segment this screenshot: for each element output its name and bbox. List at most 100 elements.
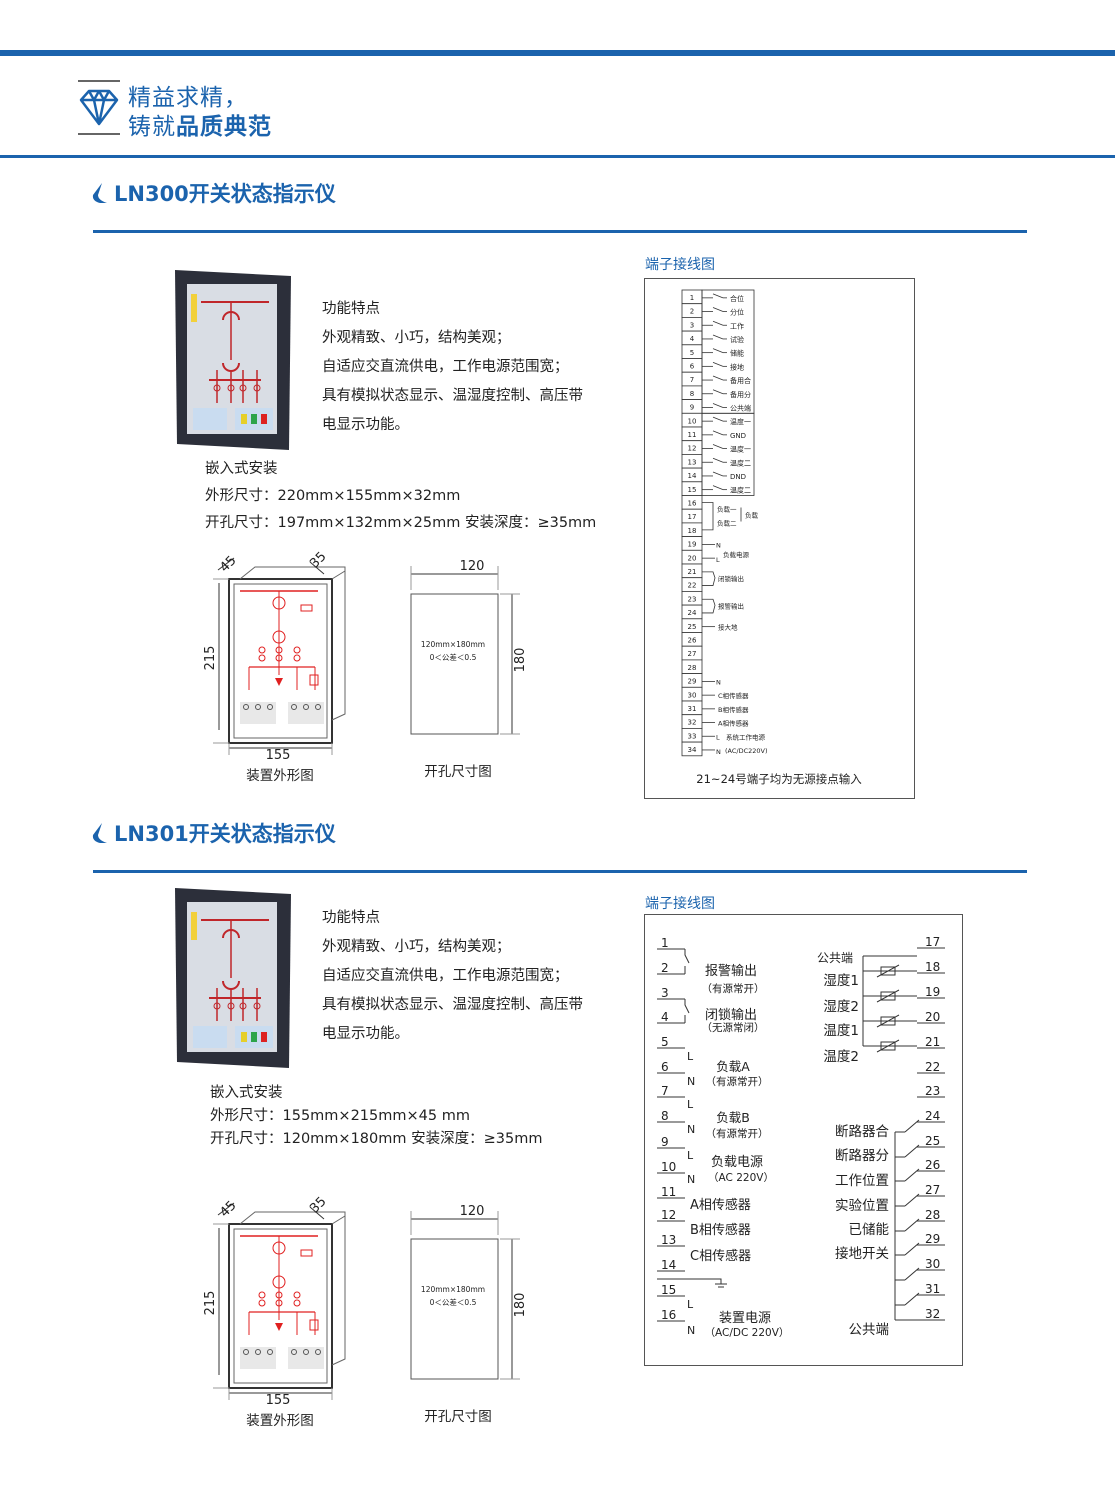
terminal-number: 14 [661, 1258, 676, 1272]
wire-line [712, 416, 724, 422]
section-title: LN300开关状态指示仪 [90, 178, 336, 208]
slogan-bold: 品质典范 [176, 114, 272, 140]
terminal-label: 已储能 [849, 1222, 890, 1238]
terminal-number: 32 [925, 1307, 940, 1321]
terminal-label: 闭锁输出 [705, 1007, 757, 1023]
terminal-number: 10 [661, 1160, 676, 1174]
terminal-number: 12 [661, 1208, 676, 1222]
terminal-label: （有源常开） [706, 1127, 769, 1140]
terminal-label: 温度一 [730, 445, 751, 454]
terminal-label: B相传感器 [690, 1222, 751, 1238]
ground-symbol [657, 1278, 727, 1288]
terminal-label: L [687, 1149, 694, 1162]
terminal-label: 备用分 [730, 390, 751, 399]
wire-line [712, 444, 724, 449]
terminal-label: L [716, 556, 720, 564]
feature-item: 自适应交直流供电，工作电源范围宽； [322, 359, 569, 375]
wire-line [904, 1144, 920, 1158]
terminal-number: 24 [925, 1109, 940, 1123]
terminal-number: 13 [688, 458, 697, 466]
wire-line [904, 1218, 920, 1232]
terminal-label: N [687, 1075, 695, 1088]
wire-line [712, 485, 724, 491]
terminal-label: 实验位置 [835, 1198, 889, 1214]
terminal-label: N [716, 541, 721, 549]
terminal-number: 16 [661, 1308, 676, 1322]
terminal-number: 1 [690, 294, 694, 302]
wire-line [904, 1242, 920, 1256]
section-underline [93, 870, 1027, 873]
terminal-number: 4 [661, 1010, 669, 1024]
terminal-number: 23 [925, 1084, 940, 1098]
terminal-label: N [687, 1173, 695, 1186]
wire-line [309, 561, 325, 575]
wire-line [904, 1193, 920, 1207]
terminal-number: 25 [925, 1134, 940, 1148]
terminal-number: 11 [661, 1185, 676, 1199]
terminal-label: 温度一 [730, 417, 751, 426]
outline-width-label: 155 [266, 748, 291, 763]
terminal-number: 33 [688, 732, 697, 740]
feature-list: 功能特点外观精致、小巧，结构美观；自适应交直流供电，工作电源范围宽；具有模拟状态… [322, 904, 583, 1049]
terminal-number: 15 [688, 486, 697, 494]
terminal-number: 21 [925, 1035, 940, 1049]
wiring-diagram-ln301: 1234567891011121314151617181920212223242… [644, 914, 963, 1366]
outline-width-label: 155 [266, 1393, 291, 1408]
terminal-number: 6 [661, 1060, 669, 1074]
terminal-label: A相传感器 [718, 719, 749, 728]
cutout-width-label: 120 [460, 559, 485, 574]
outline-depth-back-label: 35 [307, 1195, 329, 1217]
wiring-diagram-ln300: 1234567891011121314151617181920212223242… [644, 278, 915, 799]
terminal-number: 19 [688, 541, 697, 549]
terminal-number: 4 [690, 335, 695, 343]
terminal-number: 17 [688, 513, 697, 521]
feature-item: 电显示功能。 [322, 1026, 409, 1042]
slogan-line1: 精益求精， [128, 85, 248, 111]
terminal-number: 31 [925, 1282, 940, 1296]
outline-depth-front-label: 45 [217, 1198, 239, 1220]
wiring-title: 端子接线图 [645, 896, 715, 912]
terminal-label: （AC 220V） [708, 1172, 774, 1184]
terminal-label: 合位 [730, 294, 744, 303]
spec-line: 嵌入式安装 [205, 461, 278, 477]
spec-line: 外形尺寸：220mm×155mm×32mm [205, 488, 461, 504]
section-marker-icon [92, 823, 107, 843]
terminal-label: （有源常开） [702, 982, 765, 995]
terminal-number: 9 [661, 1135, 669, 1149]
terminal-number: 24 [688, 609, 697, 617]
terminal-label: 报警输出 [718, 601, 744, 610]
terminal-number: 15 [661, 1283, 676, 1297]
load-label: 负载一 [717, 505, 737, 514]
wiring-note: 21~24号端子均为无源接点输入 [696, 772, 862, 786]
terminal-number: 5 [661, 1035, 669, 1049]
sensor-symbol [876, 1039, 900, 1053]
terminal-label: 负载A [716, 1059, 750, 1074]
terminal-number: 19 [925, 985, 940, 999]
terminal-number: 9 [690, 404, 694, 412]
terminal-label: B相传感器 [718, 705, 749, 714]
wire-line [217, 557, 235, 571]
terminal-number: 22 [925, 1060, 940, 1074]
feature-item: 外观精致、小巧，结构美观； [322, 939, 511, 955]
terminal-label: 报警输出 [705, 963, 757, 979]
terminal-number: 31 [688, 705, 697, 713]
terminal-label: 温度2 [823, 1049, 859, 1065]
terminal-number: 13 [661, 1233, 676, 1247]
slogan-line2: 铸就品质典范 [128, 107, 272, 141]
terminal-label: 公共端 [849, 1322, 890, 1338]
terminal-label: 湿度1 [823, 973, 859, 989]
terminal-number: 18 [925, 960, 940, 974]
feature-item: 电显示功能。 [322, 417, 409, 433]
cutout-height-label: 180 [513, 1293, 528, 1318]
wire-line [712, 389, 724, 395]
wire-line [904, 1292, 920, 1306]
terminal-number: 28 [688, 664, 697, 672]
terminal-number: 30 [688, 691, 697, 699]
terminal-number: 32 [688, 719, 697, 727]
terminal-label: N [716, 748, 721, 756]
wire-line [712, 307, 724, 312]
terminal-label: 接大地 [718, 623, 738, 632]
wire-line [712, 293, 724, 299]
